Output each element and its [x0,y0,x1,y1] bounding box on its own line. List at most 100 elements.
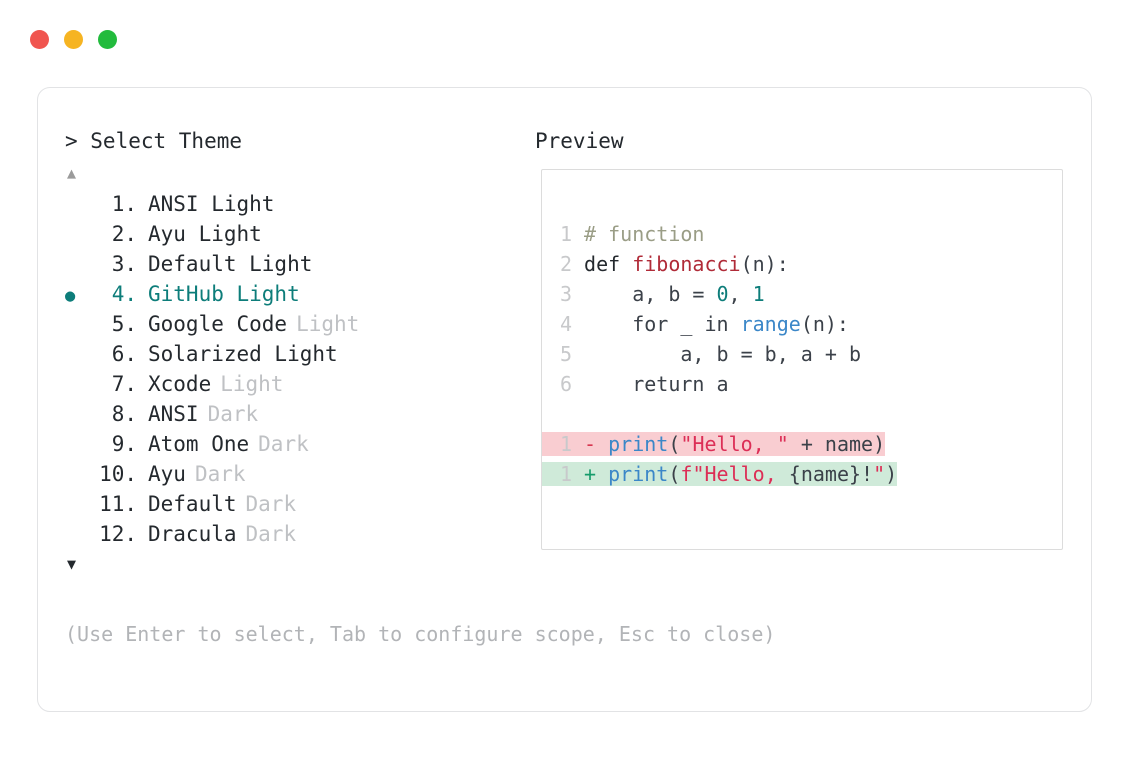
theme-item-variant: Dark [258,432,309,456]
theme-item-variant: Dark [245,492,297,516]
diff-line-number: 1 [560,432,573,456]
theme-item-name: ANSI Light [148,192,275,216]
code-token: , [728,282,753,306]
close-dot[interactable] [30,30,49,49]
code-token: a, b = b, a + b [584,342,861,366]
theme-item-index: 9. [99,432,137,456]
code-line: 1 # function [542,219,1062,249]
theme-list-item[interactable]: 2. Ayu Light [65,219,535,249]
theme-item-name: Dracula [148,522,237,546]
diff-marker: + [584,462,597,486]
diff-line-added: 1 + print(f"Hello, {name}!") [542,459,1062,489]
code-token: ( [668,462,681,486]
theme-item-name: Default Light [148,252,313,276]
theme-item-index: 11. [99,492,137,516]
scroll-down-icon[interactable]: ▼ [67,555,77,573]
theme-item-variant: Dark [207,402,259,426]
theme-item-index: 6. [99,342,137,366]
scroll-up-icon[interactable]: ▲ [67,164,77,182]
maximize-dot[interactable] [98,30,117,49]
theme-item-index: 7. [99,372,137,396]
code-line-number: 4 [560,312,573,336]
theme-item-name: Xcode [148,372,212,396]
theme-item-index: 8. [99,402,137,426]
theme-list-item[interactable]: 12. Dracula Dark [65,519,535,549]
theme-list-item[interactable]: 11. Default Dark [65,489,535,519]
theme-item-index: 2. [99,222,137,246]
theme-item-name: Google Code [148,312,288,336]
code-token: return a [584,372,729,396]
theme-item-variant: Light [220,372,284,396]
preview-heading: Preview [535,129,624,153]
theme-list-item[interactable]: 9. Atom One Dark [65,429,535,459]
code-token: f"Hello, [680,462,789,486]
code-token: + name) [788,432,886,456]
theme-item-variant: Light [296,312,360,336]
code-line: 2 def fibonacci(n): [542,249,1062,279]
prompt-heading: > Select Theme [65,129,243,153]
code-token: (n): [740,252,789,276]
code-token: def [584,252,633,276]
code-token: a, b = [584,282,717,306]
theme-item-name: Ayu [148,462,186,486]
code-line: 6 return a [542,369,1062,399]
diff-marker: - [584,432,597,456]
theme-item-index: 1. [99,192,137,216]
theme-item-name: Solarized Light [148,342,338,366]
theme-item-name: Default [148,492,237,516]
theme-list-item[interactable]: 8. ANSI Dark [65,399,535,429]
minimize-dot[interactable] [64,30,83,49]
window-traffic-lights [30,30,117,49]
theme-item-index: 5. [99,312,137,336]
theme-item-index: 10. [99,462,137,486]
theme-item-variant: Dark [194,462,246,486]
theme-item-name: ANSI [148,402,199,426]
theme-item-variant: Dark [245,522,297,546]
code-token: print [608,462,669,486]
diff-line-removed: 1 - print("Hello, " + name) [542,429,1062,459]
theme-item-index: 3. [99,252,137,276]
theme-list-item[interactable]: 5. Google Code Light [65,309,535,339]
theme-list[interactable]: 1. ANSI Light 2. Ayu Light 3. Default Light… [65,189,535,549]
theme-item-name: Ayu Light [148,222,262,246]
code-token: 0 [716,282,729,306]
code-line-number: 1 [560,222,573,246]
code-token: {name}! [788,462,874,486]
theme-list-item[interactable]: 1. ANSI Light [65,189,535,219]
diff-highlight: 1 - print("Hello, " + name) [542,432,886,456]
theme-list-item[interactable]: 3. Default Light [65,249,535,279]
code-token: # function [584,222,705,246]
code-line: 5 a, b = b, a + b [542,339,1062,369]
code-token: fibonacci [632,252,741,276]
panel-content: > Select Theme ▲ 1. ANSI Light 2. Ayu Ligh… [65,126,1069,691]
code-line: 3 a, b = 0, 1 [542,279,1062,309]
code-line-number: 3 [560,282,573,306]
theme-item-name: Atom One [148,432,250,456]
code-token: (n): [800,312,849,336]
theme-list-column: > Select Theme ▲ 1. ANSI Light 2. Ayu Ligh… [65,126,535,577]
code-line-number: 6 [560,372,573,396]
theme-item-index: 4. [99,282,137,306]
two-column-layout: > Select Theme ▲ 1. ANSI Light 2. Ayu Ligh… [65,126,1069,577]
code-line: 4 for _ in range(n): [542,309,1062,339]
selected-bullet-icon: ● [65,286,76,306]
code-token: 1 [752,282,765,306]
code-spacer [542,399,1062,429]
theme-selector-panel: > Select Theme ▲ 1. ANSI Light 2. Ayu Ligh… [37,87,1092,712]
theme-item-index: 12. [99,522,137,546]
theme-list-item[interactable]: 7. Xcode Light [65,369,535,399]
theme-item-name: GitHub Light [148,282,300,306]
code-token: ) [885,462,898,486]
code-token: ( [668,432,681,456]
code-line-number: 5 [560,342,573,366]
keyboard-hint: (Use Enter to select, Tab to configure s… [65,622,776,646]
code-token: " [873,462,886,486]
theme-list-item[interactable]: 10. Ayu Dark [65,459,535,489]
code-token: for _ in [584,312,741,336]
theme-list-item[interactable]: ● 4. GitHub Light [65,279,535,309]
theme-list-item[interactable]: 6. Solarized Light [65,339,535,369]
diff-line-number: 1 [560,462,573,486]
